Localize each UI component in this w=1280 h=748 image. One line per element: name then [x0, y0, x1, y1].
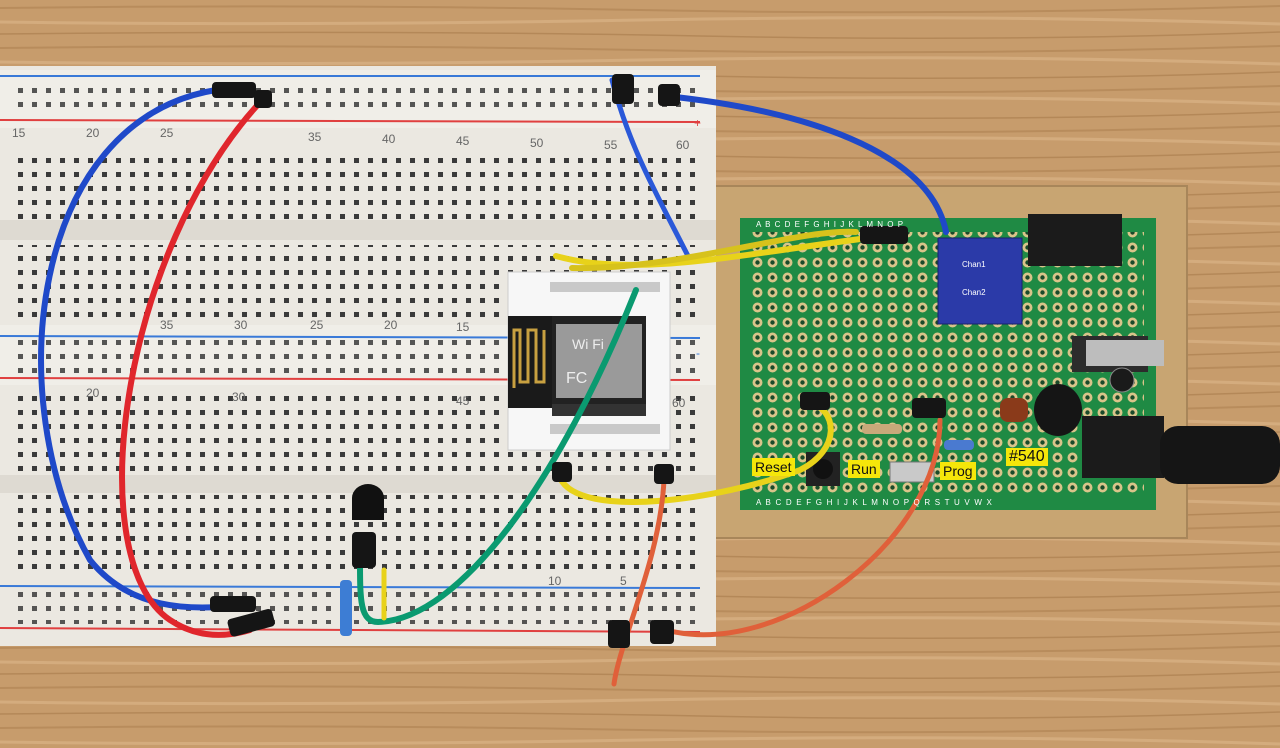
- bb-mid-35: 35: [160, 318, 174, 332]
- run-label: Run: [848, 460, 880, 478]
- bb-mid-25: 25: [310, 318, 324, 332]
- dc-jack: [1082, 416, 1280, 484]
- bb-low-5: 5: [620, 574, 627, 588]
- esp-chip-label: Wi Fi: [572, 336, 604, 352]
- bb-low-10: 10: [548, 574, 562, 588]
- bb-mid-20: 20: [384, 318, 398, 332]
- voltage-regulator: [1072, 336, 1164, 372]
- bb-num-20: 20: [86, 126, 100, 140]
- bb-num-60: 60: [676, 138, 690, 152]
- wire-orange-2: [663, 417, 943, 638]
- jumper-connectors: [210, 74, 946, 648]
- bb-low-20: 20: [86, 386, 100, 400]
- wire-orange-1: [611, 477, 667, 687]
- bb-mid-15: 15: [456, 320, 470, 334]
- bb-minus-mid: -: [696, 346, 700, 360]
- wire-yellow-top-1: [553, 231, 903, 268]
- wire-blue-right: [663, 93, 949, 235]
- prog-label: Prog: [940, 462, 976, 480]
- esp-pin-col: 60: [672, 396, 686, 410]
- bb-num-50: 50: [530, 136, 544, 150]
- bb-low-45: 45: [456, 394, 470, 408]
- bb-num-25: 25: [160, 126, 174, 140]
- bb-num-55: 55: [604, 138, 618, 152]
- bb-num-45: 45: [456, 134, 470, 148]
- wire-yellow-top-2: [569, 228, 859, 272]
- esp-module: [507, 271, 671, 451]
- wire-yellow-bottom: [557, 397, 834, 505]
- wire-red-left: [119, 95, 267, 638]
- perf-top-letters: A B C D E F G H I J K L M N O P: [756, 220, 905, 229]
- level-shifter-chan1: Chan1: [962, 260, 986, 269]
- wire-blue-left: [38, 87, 235, 611]
- perfboard-resistor-blue: [944, 440, 974, 450]
- capacitor-small: [1109, 367, 1135, 393]
- wire-blue-short: [609, 77, 693, 263]
- reset-label: Reset: [752, 458, 795, 476]
- perf-bottom-letters: A B C D E F G H I J K L M N O P Q R S T …: [756, 498, 994, 507]
- level-shifter: [937, 237, 1023, 325]
- bb-plus-top: +: [694, 116, 702, 130]
- board-number-label: #540: [1006, 448, 1048, 466]
- bb-low-30: 30: [232, 390, 246, 404]
- perfboard-resistor: [862, 424, 902, 434]
- bb-num-15: 15: [12, 126, 26, 140]
- transistor: [352, 484, 384, 520]
- esp-brand-mark: FC: [566, 370, 588, 387]
- header-socket: [1028, 214, 1122, 266]
- run-prog-switch: [889, 461, 935, 483]
- wire-green: [357, 287, 639, 626]
- capacitor-electrolytic: [1034, 384, 1082, 436]
- bb-num-40: 40: [382, 132, 396, 146]
- breadboard-resistor: [340, 580, 352, 636]
- bb-num-35: 35: [308, 130, 322, 144]
- capacitor-tantalum: [1000, 398, 1028, 422]
- level-shifter-chan2: Chan2: [962, 288, 986, 297]
- bb-mid-30: 30: [234, 318, 248, 332]
